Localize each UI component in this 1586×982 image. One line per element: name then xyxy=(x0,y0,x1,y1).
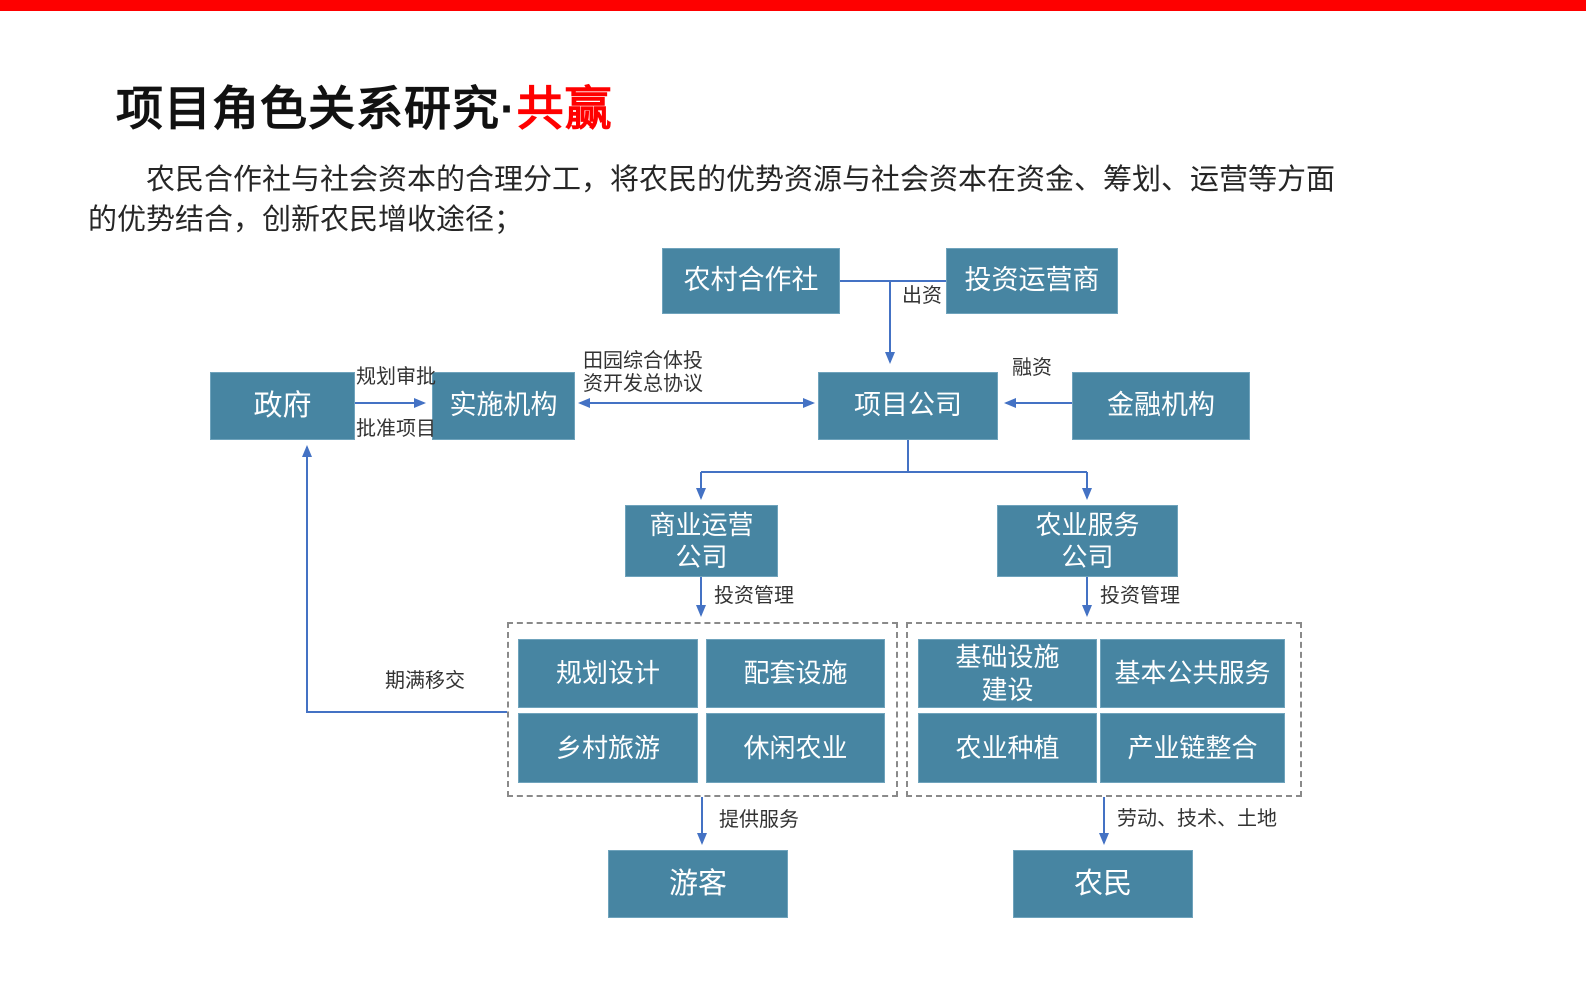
node-financial-institution: 金融机构 xyxy=(1072,372,1250,440)
label-capital-contribution: 出资 xyxy=(902,285,942,307)
intro-line-2: 的优势结合，创新农民增收途径； xyxy=(88,204,524,236)
label-master-agreement: 田园综合体投 资开发总协议 xyxy=(583,350,703,395)
label-labor-technology-land: 劳动、技术、土地 xyxy=(1117,808,1277,830)
inner-node-industry-chain-integration: 产业链整合 xyxy=(1100,713,1285,783)
node-tourists: 游客 xyxy=(608,850,788,918)
top-accent-bar xyxy=(0,0,1586,11)
node-government: 政府 xyxy=(210,372,355,440)
label-investment-management-left: 投资管理 xyxy=(714,585,794,607)
edge-cooperative-to-project-company xyxy=(840,280,895,364)
label-provide-services: 提供服务 xyxy=(719,809,799,831)
business-operations-group xyxy=(507,622,898,797)
inner-node-agricultural-planting: 农业种植 xyxy=(918,713,1097,783)
page-title: 项目角色关系研究·共赢 xyxy=(116,70,613,139)
node-commercial-operation-company: 商业运营 公司 xyxy=(625,505,778,577)
label-investment-management-right: 投资管理 xyxy=(1100,585,1180,607)
node-farmers: 农民 xyxy=(1013,850,1193,918)
edge-project-company-split xyxy=(701,440,1087,473)
inner-node-leisure-agriculture: 休闲农业 xyxy=(706,713,885,783)
intro-line-1: 农民合作社与社会资本的合理分工，将农民的优势资源与社会资本在资金、筹划、运营等方… xyxy=(146,164,1336,196)
label-financing: 融资 xyxy=(1012,357,1052,379)
inner-node-planning-design: 规划设计 xyxy=(518,639,698,708)
node-implementing-agency: 实施机构 xyxy=(432,372,575,440)
page-title-main: 项目角色关系研究· xyxy=(116,82,517,135)
node-agricultural-service-company: 农业服务 公司 xyxy=(997,505,1178,577)
label-expiry-transfer: 期满移交 xyxy=(385,670,465,692)
label-planning-approval: 规划审批 xyxy=(356,366,436,388)
label-project-approval: 批准项目 xyxy=(356,418,436,440)
node-village-cooperative: 农村合作社 xyxy=(662,248,840,314)
intro-paragraph: 农民合作社与社会资本的合理分工，将农民的优势资源与社会资本在资金、筹划、运营等方… xyxy=(88,160,1488,240)
inner-node-supporting-facilities: 配套设施 xyxy=(706,639,885,708)
node-project-company: 项目公司 xyxy=(818,372,998,440)
inner-node-rural-tourism: 乡村旅游 xyxy=(518,713,698,783)
node-investment-operator: 投资运营商 xyxy=(946,248,1118,314)
inner-node-infrastructure-construction: 基础设施 建设 xyxy=(918,639,1097,708)
inner-node-basic-public-services: 基本公共服务 xyxy=(1100,639,1285,708)
page-title-accent: 共赢 xyxy=(516,82,613,135)
agricultural-services-group xyxy=(906,622,1302,797)
